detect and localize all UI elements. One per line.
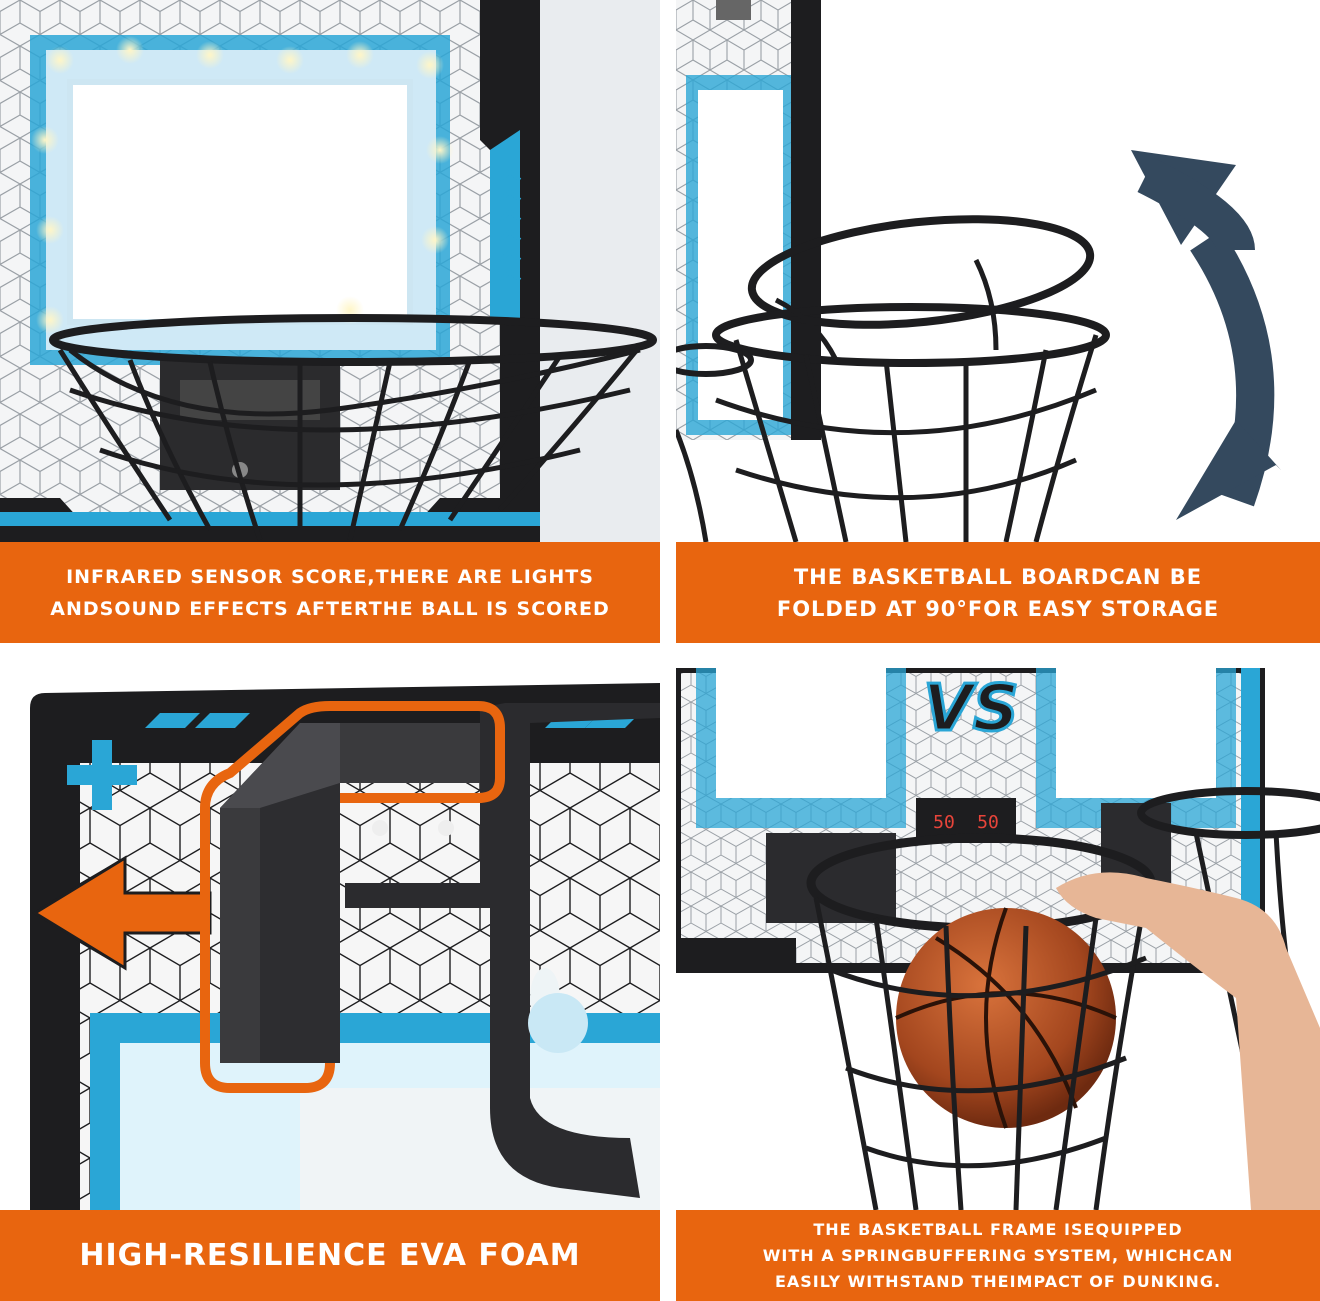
panel-spring-buffering: VS 50 50 <box>676 668 1320 1210</box>
panel-infrared-sensor <box>0 0 660 542</box>
eva-foam-bracket-image <box>0 668 660 1210</box>
vs-label: VS <box>923 672 1019 746</box>
panel-foldable-board <box>676 0 1320 542</box>
panel-eva-foam <box>0 668 660 1210</box>
caption-line: INFRARED SENSOR SCORE,THERE ARE LIGHTS <box>66 565 594 588</box>
caption-line: THE BASKETBALL BOARDCAN BE <box>793 564 1203 589</box>
caption-line: WITH A SPRINGBUFFERING SYSTEM, WHICHCAN <box>762 1245 1234 1265</box>
caption-line: ANDSOUND EFFECTS AFTERTHE BALL IS SCORED <box>50 597 610 620</box>
caption-line: EASILY WITHSTAND THEIMPACT OF DUNKING. <box>774 1271 1222 1291</box>
caption-spring-buffering: THE BASKETBALL FRAME ISEQUIPPED WITH A S… <box>676 1210 1320 1301</box>
caption-line: HIGH-RESILIENCE EVA FOAM <box>79 1238 581 1273</box>
caption-infrared-sensor: INFRARED SENSOR SCORE,THERE ARE LIGHTS A… <box>0 542 660 643</box>
rotate-arrow-icon <box>1131 150 1281 520</box>
folded-hoop-image <box>676 0 1320 542</box>
score-left: 50 <box>933 812 955 833</box>
hoop-with-lights-image <box>0 0 660 542</box>
dunk-hoop-image: VS 50 50 <box>676 668 1320 1210</box>
plus-decor-icon <box>67 740 137 810</box>
caption-foldable-board: THE BASKETBALL BOARDCAN BE FOLDED AT 90°… <box>676 542 1320 643</box>
caption-eva-foam: HIGH-RESILIENCE EVA FOAM <box>0 1210 660 1301</box>
score-right: 50 <box>977 812 999 833</box>
caption-line: THE BASKETBALL FRAME ISEQUIPPED <box>813 1219 1183 1239</box>
caption-line: FOLDED AT 90°FOR EASY STORAGE <box>776 596 1220 621</box>
